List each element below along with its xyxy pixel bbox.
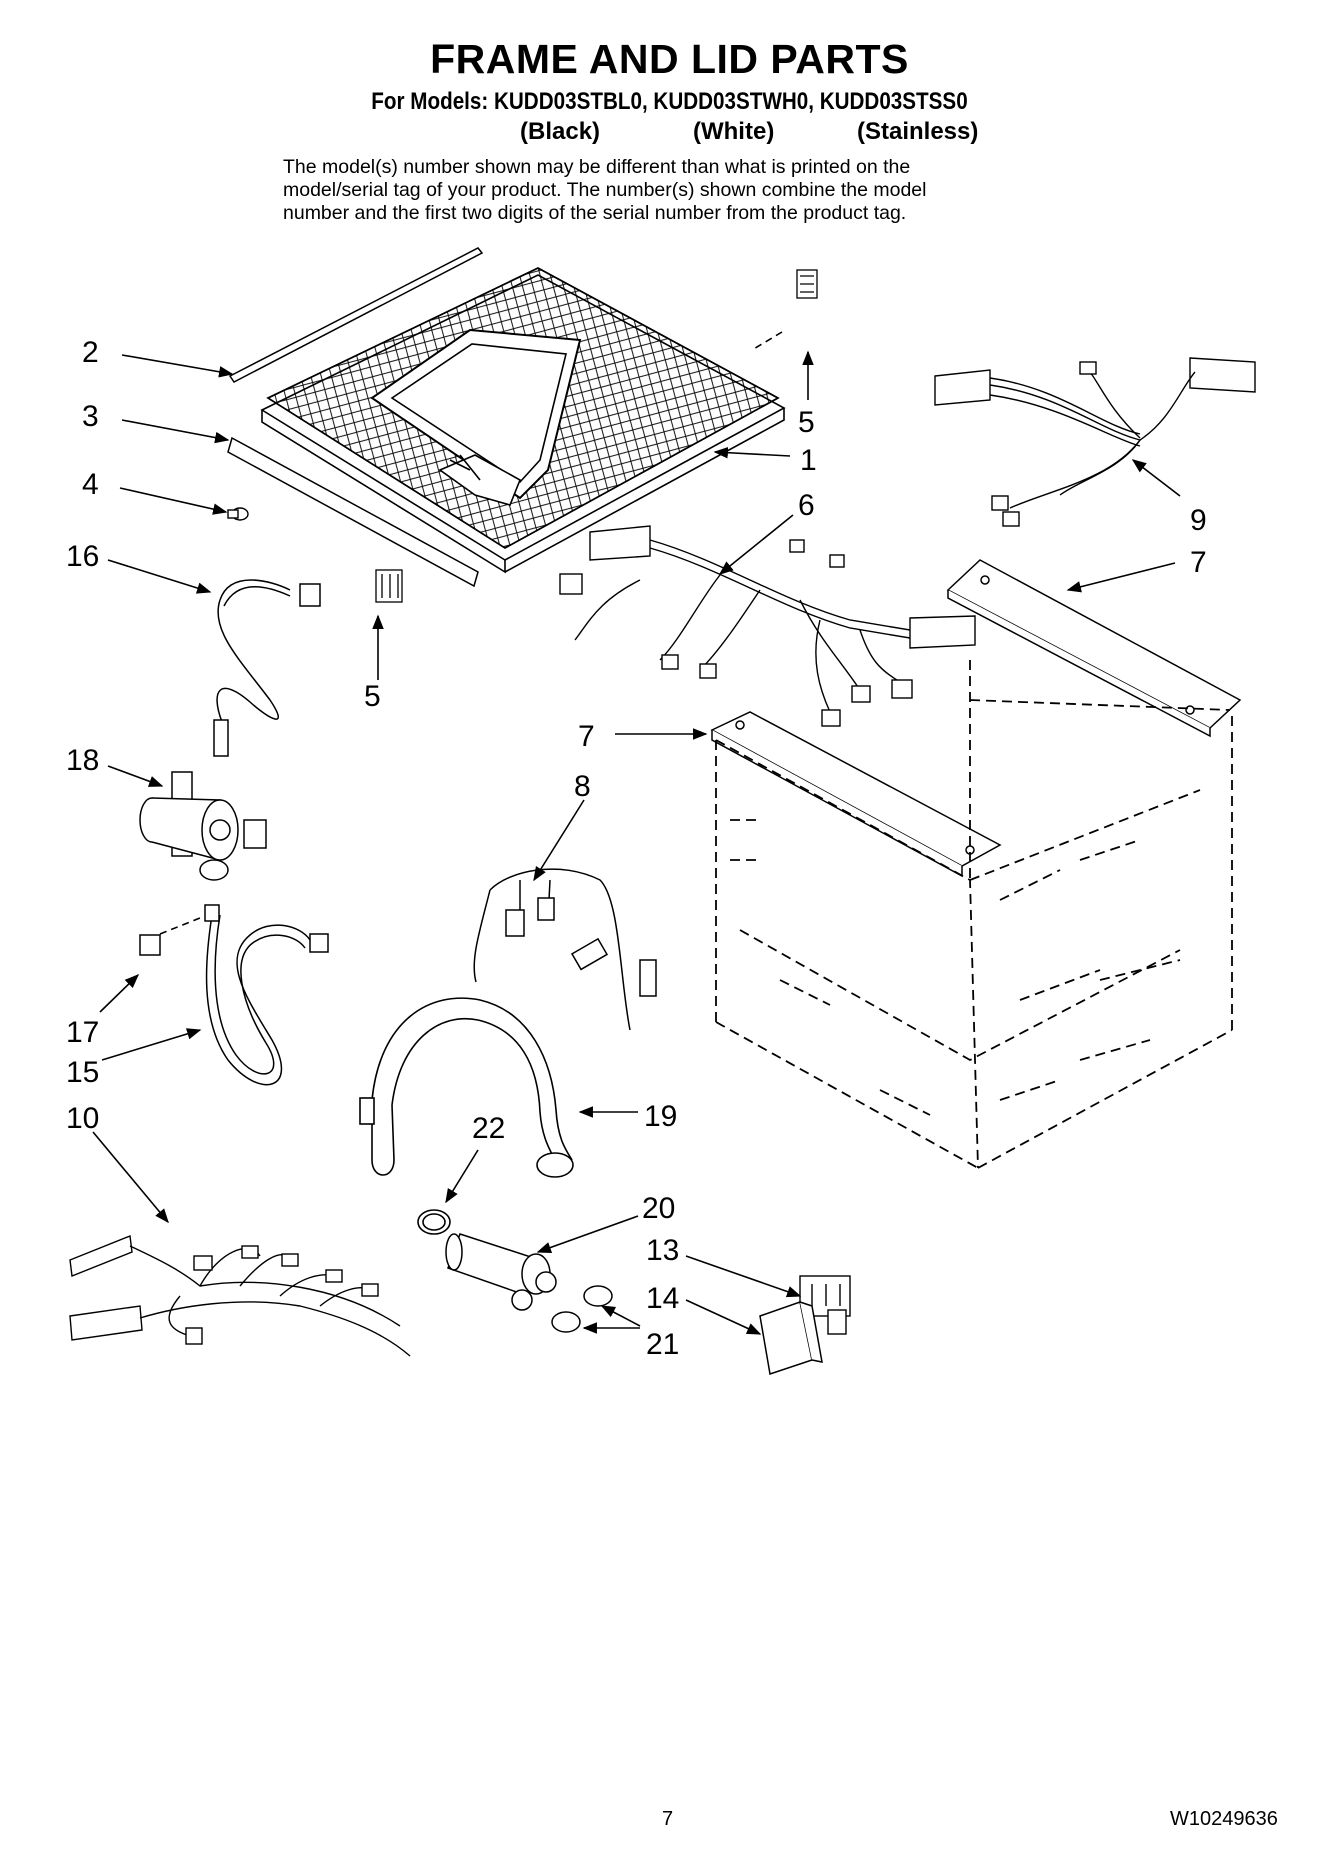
callout-labels: 2 3 4 16 5 5 1 6 9 7 7 8 18 17 15 10 22 … bbox=[66, 336, 1207, 1361]
callout-16: 16 bbox=[66, 540, 99, 573]
callout-6: 6 bbox=[798, 489, 815, 522]
callout-1: 1 bbox=[800, 444, 817, 477]
hose-clamps-part-21 bbox=[551, 1285, 613, 1333]
callout-17: 17 bbox=[66, 1016, 99, 1049]
callout-8: 8 bbox=[574, 770, 591, 803]
callout-3: 3 bbox=[82, 400, 99, 433]
drain-connector bbox=[445, 1233, 557, 1311]
callout-5-upper: 5 bbox=[798, 406, 815, 439]
callout-14: 14 bbox=[646, 1282, 679, 1315]
hinge-rail bbox=[227, 436, 479, 588]
callout-18: 18 bbox=[66, 744, 99, 777]
switch-part-13 bbox=[799, 1275, 851, 1335]
wire-harness-lower bbox=[69, 1235, 411, 1357]
water-valve bbox=[139, 771, 267, 881]
hose-part-16 bbox=[213, 579, 321, 757]
callout-5-lower: 5 bbox=[364, 680, 381, 713]
screw-part bbox=[227, 507, 249, 521]
frame-outline bbox=[715, 660, 1233, 1169]
callout-10: 10 bbox=[66, 1102, 99, 1135]
clip-part-lower bbox=[375, 569, 403, 603]
mounting-bracket-lower bbox=[710, 711, 1002, 878]
wire-harness-middle bbox=[559, 525, 976, 727]
model-note-line: number and the first two digits of the s… bbox=[283, 202, 907, 224]
document-number: W10249636 bbox=[1170, 1808, 1278, 1830]
variant-white: (White) bbox=[693, 118, 775, 145]
hose-part-15 bbox=[139, 904, 329, 1086]
mounting-bracket-upper bbox=[946, 559, 1242, 738]
models-line: For Models: KUDD03STBL0, KUDD03STWH0, KU… bbox=[371, 88, 968, 115]
leader-lines bbox=[92, 331, 1181, 1335]
variant-black: (Black) bbox=[520, 118, 601, 145]
callout-22: 22 bbox=[472, 1112, 505, 1145]
callout-9: 9 bbox=[1190, 504, 1207, 537]
clip-part-upper bbox=[796, 269, 818, 299]
page-title: FRAME AND LID PARTS bbox=[430, 36, 909, 82]
model-note-line: model/serial tag of your product. The nu… bbox=[283, 179, 927, 201]
variant-stainless: (Stainless) bbox=[857, 118, 979, 145]
callout-2: 2 bbox=[82, 336, 99, 369]
callout-15: 15 bbox=[66, 1056, 99, 1089]
model-note: The model(s) number shown may be differe… bbox=[283, 156, 1083, 225]
wire-harness-upper bbox=[934, 357, 1256, 527]
callout-13: 13 bbox=[646, 1234, 679, 1267]
callout-21: 21 bbox=[646, 1328, 679, 1361]
callout-4: 4 bbox=[82, 468, 99, 501]
page-number: 7 bbox=[662, 1808, 674, 1830]
callout-19: 19 bbox=[644, 1100, 677, 1133]
model-note-line: The model(s) number shown may be differe… bbox=[283, 156, 911, 178]
strip-part bbox=[228, 247, 484, 383]
wiring-loom bbox=[473, 868, 657, 1031]
callout-20: 20 bbox=[642, 1192, 675, 1225]
lid-frame bbox=[260, 267, 786, 574]
hose-clamp-part-22 bbox=[417, 1209, 451, 1235]
drain-hose bbox=[359, 997, 574, 1178]
callout-7-upper: 7 bbox=[1190, 546, 1207, 579]
callout-7-lower: 7 bbox=[578, 720, 595, 753]
control-box-part-14 bbox=[759, 1301, 823, 1375]
